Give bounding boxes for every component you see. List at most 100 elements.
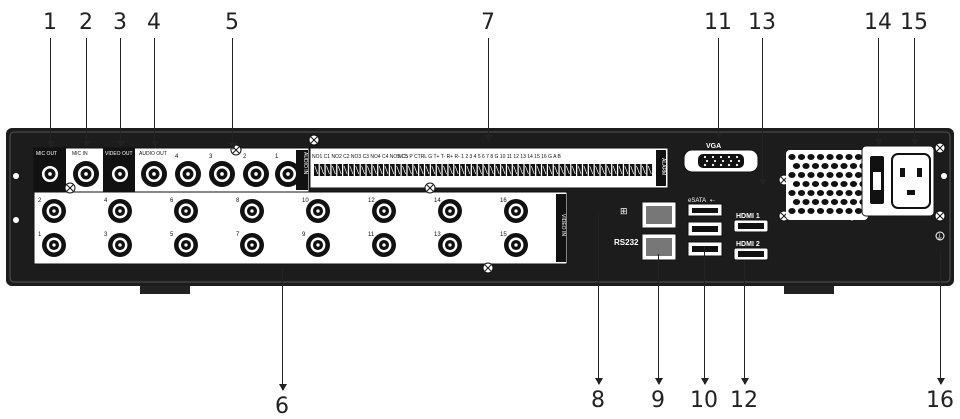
vent-hole xyxy=(807,208,815,214)
terminal-slot xyxy=(367,165,371,175)
video-in-num: 13 xyxy=(434,232,441,238)
callout-arrow-5 xyxy=(228,143,237,150)
video-in-bnc-13[interactable] xyxy=(438,233,462,257)
hdmi-1-label: HDMI 1 xyxy=(736,213,760,220)
vga-label: VGA xyxy=(706,143,721,150)
top-bnc-4[interactable] xyxy=(175,161,201,187)
video-in-bnc-12[interactable] xyxy=(372,199,396,223)
screw-slot xyxy=(936,212,944,220)
vent-hole xyxy=(849,181,858,187)
alarm-label: ALARM xyxy=(660,158,666,175)
top-bnc-3[interactable] xyxy=(141,161,167,187)
vent-hole xyxy=(821,199,829,205)
callout-label-3: 3 xyxy=(113,10,127,35)
terminal-right-labels: NC5 P CTRL G T+ T- R+ R- 1 2 3 4 5 6 7 8… xyxy=(398,154,562,160)
terminal-slot xyxy=(372,165,377,175)
callout-lead-13 xyxy=(762,38,763,180)
ac-inlet[interactable] xyxy=(891,153,931,209)
video-in-bnc-1-pin xyxy=(52,243,56,247)
video-in-bnc-11[interactable] xyxy=(372,233,396,257)
terminal-slot xyxy=(595,165,599,175)
callout-lead-16 xyxy=(940,250,941,384)
vent-hole xyxy=(797,154,806,160)
vent-hole xyxy=(826,172,834,178)
callout-arrow-2 xyxy=(82,141,91,148)
terminal-slot xyxy=(361,165,365,175)
callout-arrow-11 xyxy=(714,133,723,140)
video-in-bnc-5[interactable] xyxy=(174,233,198,257)
video-in-bnc-14[interactable] xyxy=(438,199,462,223)
vent-hole xyxy=(788,154,796,160)
video-in-bnc-16[interactable] xyxy=(504,199,528,223)
terminal-slot xyxy=(501,165,506,175)
vent-hole xyxy=(840,181,848,187)
callout-arrow-10 xyxy=(700,378,709,385)
terminal-slot xyxy=(314,165,319,175)
video-in-bnc-5-pin xyxy=(184,243,188,247)
top-bnc-5-pin xyxy=(220,172,224,176)
top-bnc-1[interactable] xyxy=(73,161,99,187)
callout-lead-2 xyxy=(86,38,87,142)
vent-hole xyxy=(849,199,858,205)
vent-hole xyxy=(854,172,863,178)
video-in-bnc-4[interactable] xyxy=(108,199,132,223)
vent-hole xyxy=(854,208,863,214)
video-in-bnc-9[interactable] xyxy=(306,233,330,257)
terminal-slot xyxy=(630,165,635,175)
video-in-bnc-1[interactable] xyxy=(42,233,66,257)
rj45-socket xyxy=(646,206,672,224)
callout-label-8: 8 xyxy=(591,388,605,413)
video-in-bnc-10[interactable] xyxy=(306,199,330,223)
terminal-slot xyxy=(536,165,541,175)
vent-hole xyxy=(826,154,834,160)
top-bnc-5[interactable] xyxy=(209,161,235,187)
top-bnc-6[interactable] xyxy=(243,161,269,187)
terminal-slot xyxy=(583,165,588,175)
network-icon: ⊞ xyxy=(620,206,628,216)
vent-hole xyxy=(854,190,863,196)
video-in-num: 7 xyxy=(236,232,240,238)
side-hole-left xyxy=(13,173,19,179)
video-in-bnc-7[interactable] xyxy=(240,233,264,257)
video-in-bnc-16-pin xyxy=(514,209,518,213)
vent-hole xyxy=(807,190,815,196)
callout-lead-5 xyxy=(232,38,233,144)
usb-socket-1 xyxy=(692,226,718,232)
terminal-slot xyxy=(507,165,512,175)
top-bnc-0[interactable] xyxy=(37,161,63,187)
vent-hole xyxy=(811,163,820,169)
terminal-slot xyxy=(390,165,395,175)
vga-pin xyxy=(719,163,723,167)
vent-hole xyxy=(854,154,863,160)
vent-hole xyxy=(792,163,801,169)
terminal-slot xyxy=(396,165,401,175)
video-in-bnc-4-pin xyxy=(118,209,122,213)
callout-label-14: 14 xyxy=(864,10,892,35)
vent-hole xyxy=(826,190,834,196)
video-in-bnc-9-pin xyxy=(316,243,320,247)
terminal-slot xyxy=(618,165,623,175)
top-bnc-2[interactable] xyxy=(107,161,133,187)
vga-pin xyxy=(737,159,741,163)
vent-hole xyxy=(797,208,806,214)
terminal-slot xyxy=(419,165,424,175)
mic-in-label: MIC IN xyxy=(72,151,88,157)
side-hole-right xyxy=(941,173,947,179)
top-bnc-7[interactable] xyxy=(275,161,301,187)
terminal-slot xyxy=(566,165,570,175)
video-in-bnc-8[interactable] xyxy=(240,199,264,223)
video-in-label: VIDEO IN xyxy=(560,214,566,236)
callout-label-1: 1 xyxy=(43,10,57,35)
callout-arrow-15 xyxy=(910,139,919,146)
callout-label-6: 6 xyxy=(275,394,289,419)
video-in-bnc-3[interactable] xyxy=(108,233,132,257)
terminal-slot xyxy=(384,165,389,175)
video-in-bnc-2[interactable] xyxy=(42,199,66,223)
video-in-bnc-6[interactable] xyxy=(174,199,198,223)
callout-label-2: 2 xyxy=(79,10,93,35)
rs232-socket xyxy=(646,238,672,256)
terminal-slot xyxy=(349,165,354,175)
video-in-bnc-15[interactable] xyxy=(504,233,528,257)
